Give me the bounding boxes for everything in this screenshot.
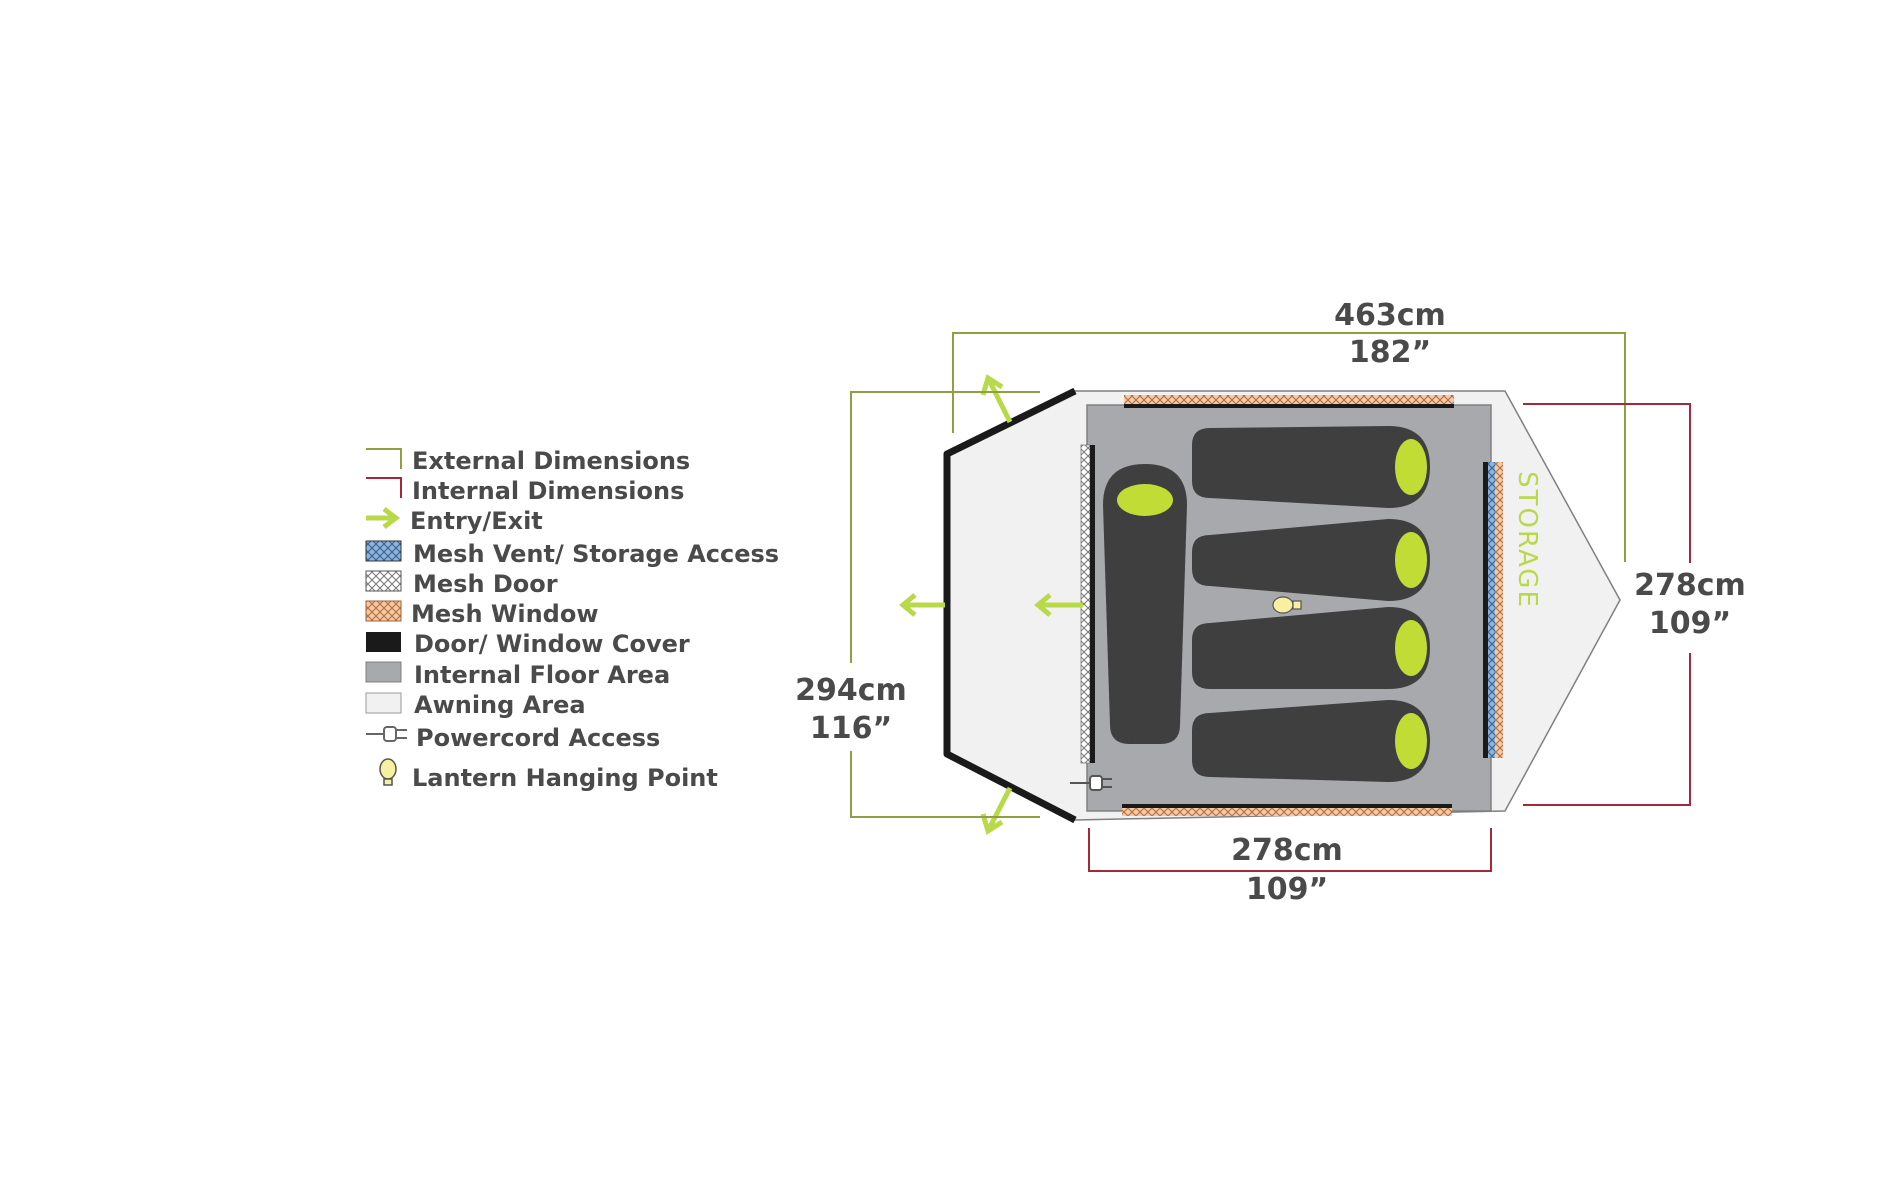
- external-width-line: [850, 391, 1040, 818]
- sleeping-bag-hood: [1117, 484, 1173, 516]
- legend-label-powercord: Powercord Access: [416, 724, 660, 752]
- powercord-access: [1070, 775, 1112, 791]
- rear-mesh-vent: [1488, 462, 1495, 758]
- entry-exit-arrow-icon: [366, 507, 401, 529]
- inner-door-cover: [1090, 445, 1095, 763]
- internal-length-imperial: 109”: [1246, 872, 1328, 907]
- top-window-cover: [1124, 404, 1454, 408]
- storage-label: STORAGE: [1512, 471, 1542, 609]
- rear-vent-cover: [1483, 462, 1488, 758]
- internal-width-metric: 278cm: [1634, 568, 1746, 603]
- internal-length-metric: 278cm: [1231, 833, 1343, 868]
- sleeping-bag: [1192, 426, 1430, 508]
- external-width-metric: 294cm: [795, 673, 907, 708]
- sleeping-bag-hood: [1395, 439, 1427, 495]
- entry-exit-arrow: [899, 593, 945, 617]
- bottom-mesh-window: [1122, 807, 1452, 816]
- internal-length-line: [1088, 828, 1492, 872]
- sleeping-bag: [1103, 464, 1187, 744]
- entry-exit-arrow: [1034, 593, 1083, 617]
- powercord-icon: [366, 726, 407, 742]
- sleeping-bag: [1192, 607, 1430, 689]
- entry-exit-arrow: [980, 374, 1013, 424]
- door-window-cover-swatch: [366, 632, 401, 652]
- internal-dimensions-icon: [366, 477, 402, 498]
- mesh-window-swatch: [365, 600, 402, 622]
- sleeping-bag: [1192, 519, 1430, 601]
- top-mesh-window: [1124, 395, 1454, 404]
- legend-label-external: External Dimensions: [412, 447, 690, 475]
- legend-label-lantern: Lantern Hanging Point: [412, 764, 718, 792]
- internal-width-imperial: 109”: [1649, 606, 1731, 641]
- tent: STORAGE: [899, 374, 1621, 835]
- lantern-hanging-point: [1272, 596, 1302, 614]
- sleeping-bag-hood: [1395, 620, 1427, 676]
- legend-label-mesh-vent: Mesh Vent/ Storage Access: [413, 540, 779, 568]
- legend-label-mesh-window: Mesh Window: [411, 600, 599, 628]
- rear-mesh-window: [1495, 462, 1503, 758]
- legend-label-floor: Internal Floor Area: [414, 661, 670, 689]
- legend-label-cover: Door/ Window Cover: [414, 630, 690, 658]
- sleeping-bag: [1192, 700, 1430, 782]
- external-width-imperial: 116”: [810, 711, 892, 746]
- mesh-door-swatch: [365, 570, 402, 592]
- lantern-icon: [379, 758, 397, 786]
- legend-label-entry: Entry/Exit: [410, 507, 543, 535]
- entry-exit-arrow: [980, 786, 1013, 835]
- front-door-cover: [943, 387, 1077, 824]
- external-dimensions-icon: [366, 448, 402, 469]
- legend-label-mesh-door: Mesh Door: [413, 570, 558, 598]
- external-length-metric: 463cm: [1334, 298, 1446, 333]
- bottom-window-cover: [1122, 804, 1452, 808]
- awning-area-swatch: [365, 692, 402, 714]
- internal-floor-swatch: [365, 661, 402, 683]
- legend-label-internal: Internal Dimensions: [412, 477, 684, 505]
- sleeping-bag-hood: [1395, 532, 1427, 588]
- legend-label-awning: Awning Area: [414, 691, 586, 719]
- mesh-vent-swatch: [365, 540, 402, 562]
- sleeping-bag-hood: [1395, 713, 1427, 769]
- external-length-line: [952, 332, 1626, 562]
- legend: External Dimensions Internal Dimensions …: [365, 447, 779, 792]
- external-length-imperial: 182”: [1349, 335, 1431, 370]
